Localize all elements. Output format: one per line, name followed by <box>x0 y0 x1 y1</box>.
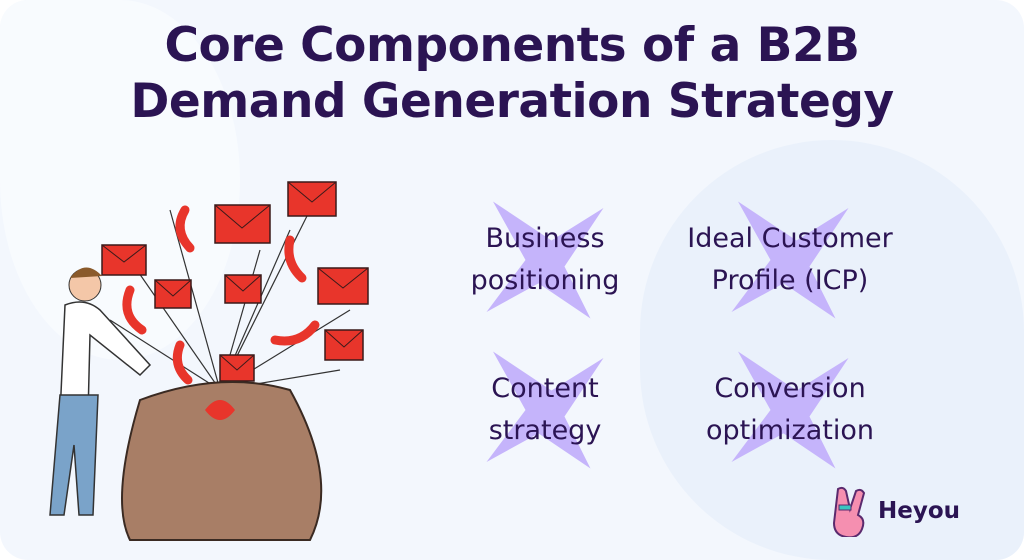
background-blob <box>640 140 1024 560</box>
component-content-strategy: Content strategy <box>425 335 665 485</box>
title-line-1: Core Components of a B2B <box>164 18 860 73</box>
component-label: positioning <box>470 265 620 296</box>
star-icon <box>731 201 849 319</box>
component-label: optimization <box>706 415 874 446</box>
envelope-flaps <box>101 181 369 371</box>
page-title: Core Components of a B2B Demand Generati… <box>0 18 1024 130</box>
component-conversion-optimization: Conversion optimization <box>670 335 910 485</box>
phone-icons <box>122 205 320 385</box>
component-label: Profile (ICP) <box>711 265 869 296</box>
component-business-positioning: Business positioning <box>425 185 665 335</box>
background-blob <box>0 0 240 360</box>
component-label: Ideal Customer <box>687 223 893 254</box>
peace-hand-icon <box>832 486 866 537</box>
marketing-sack-illustration <box>49 181 369 541</box>
title-line-2: Demand Generation Strategy <box>130 74 894 129</box>
brand-logo: Heyou <box>828 485 960 537</box>
person <box>59 301 152 416</box>
star-icon <box>486 201 604 319</box>
star-icon <box>731 351 849 469</box>
component-label: Conversion <box>714 373 866 404</box>
brand-name: Heyou <box>878 498 961 524</box>
envelope-icons <box>101 181 369 382</box>
sack <box>121 381 323 541</box>
star-icon <box>486 351 604 469</box>
component-label: Content <box>491 373 599 404</box>
component-label: strategy <box>488 415 602 446</box>
component-label: Business <box>485 223 605 254</box>
